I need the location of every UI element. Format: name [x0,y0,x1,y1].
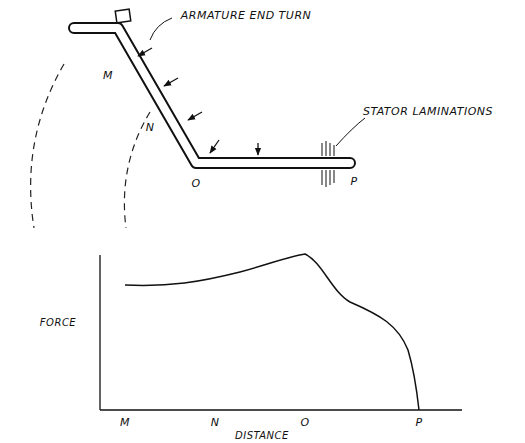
point-letter: O [191,178,200,190]
leader-line [150,18,172,40]
axis-title: DISTANCE [235,430,289,441]
point-letter: P [350,176,357,188]
point-letter: M [103,70,113,82]
x-axis [100,409,462,410]
axis-tick-label: P [415,417,422,429]
end-block [115,9,131,23]
point-letter: N [146,122,155,134]
stator-laminations [322,141,334,187]
y-axis [99,255,100,410]
axis-tick-label: N [211,417,220,429]
axis-title: FORCE [40,317,76,328]
leader-line [336,118,365,146]
force-arrow [138,48,258,155]
armature-conductor [74,28,350,163]
conductor-core [74,28,350,163]
axis-tick-label: M [120,417,130,429]
part-name: ARMATURE END TURN [181,10,312,22]
part-name: STATOR LAMINATIONS [363,106,493,118]
force-curve [125,254,419,410]
dashed-arc [31,64,64,228]
axis-tick-label: O [300,417,309,429]
